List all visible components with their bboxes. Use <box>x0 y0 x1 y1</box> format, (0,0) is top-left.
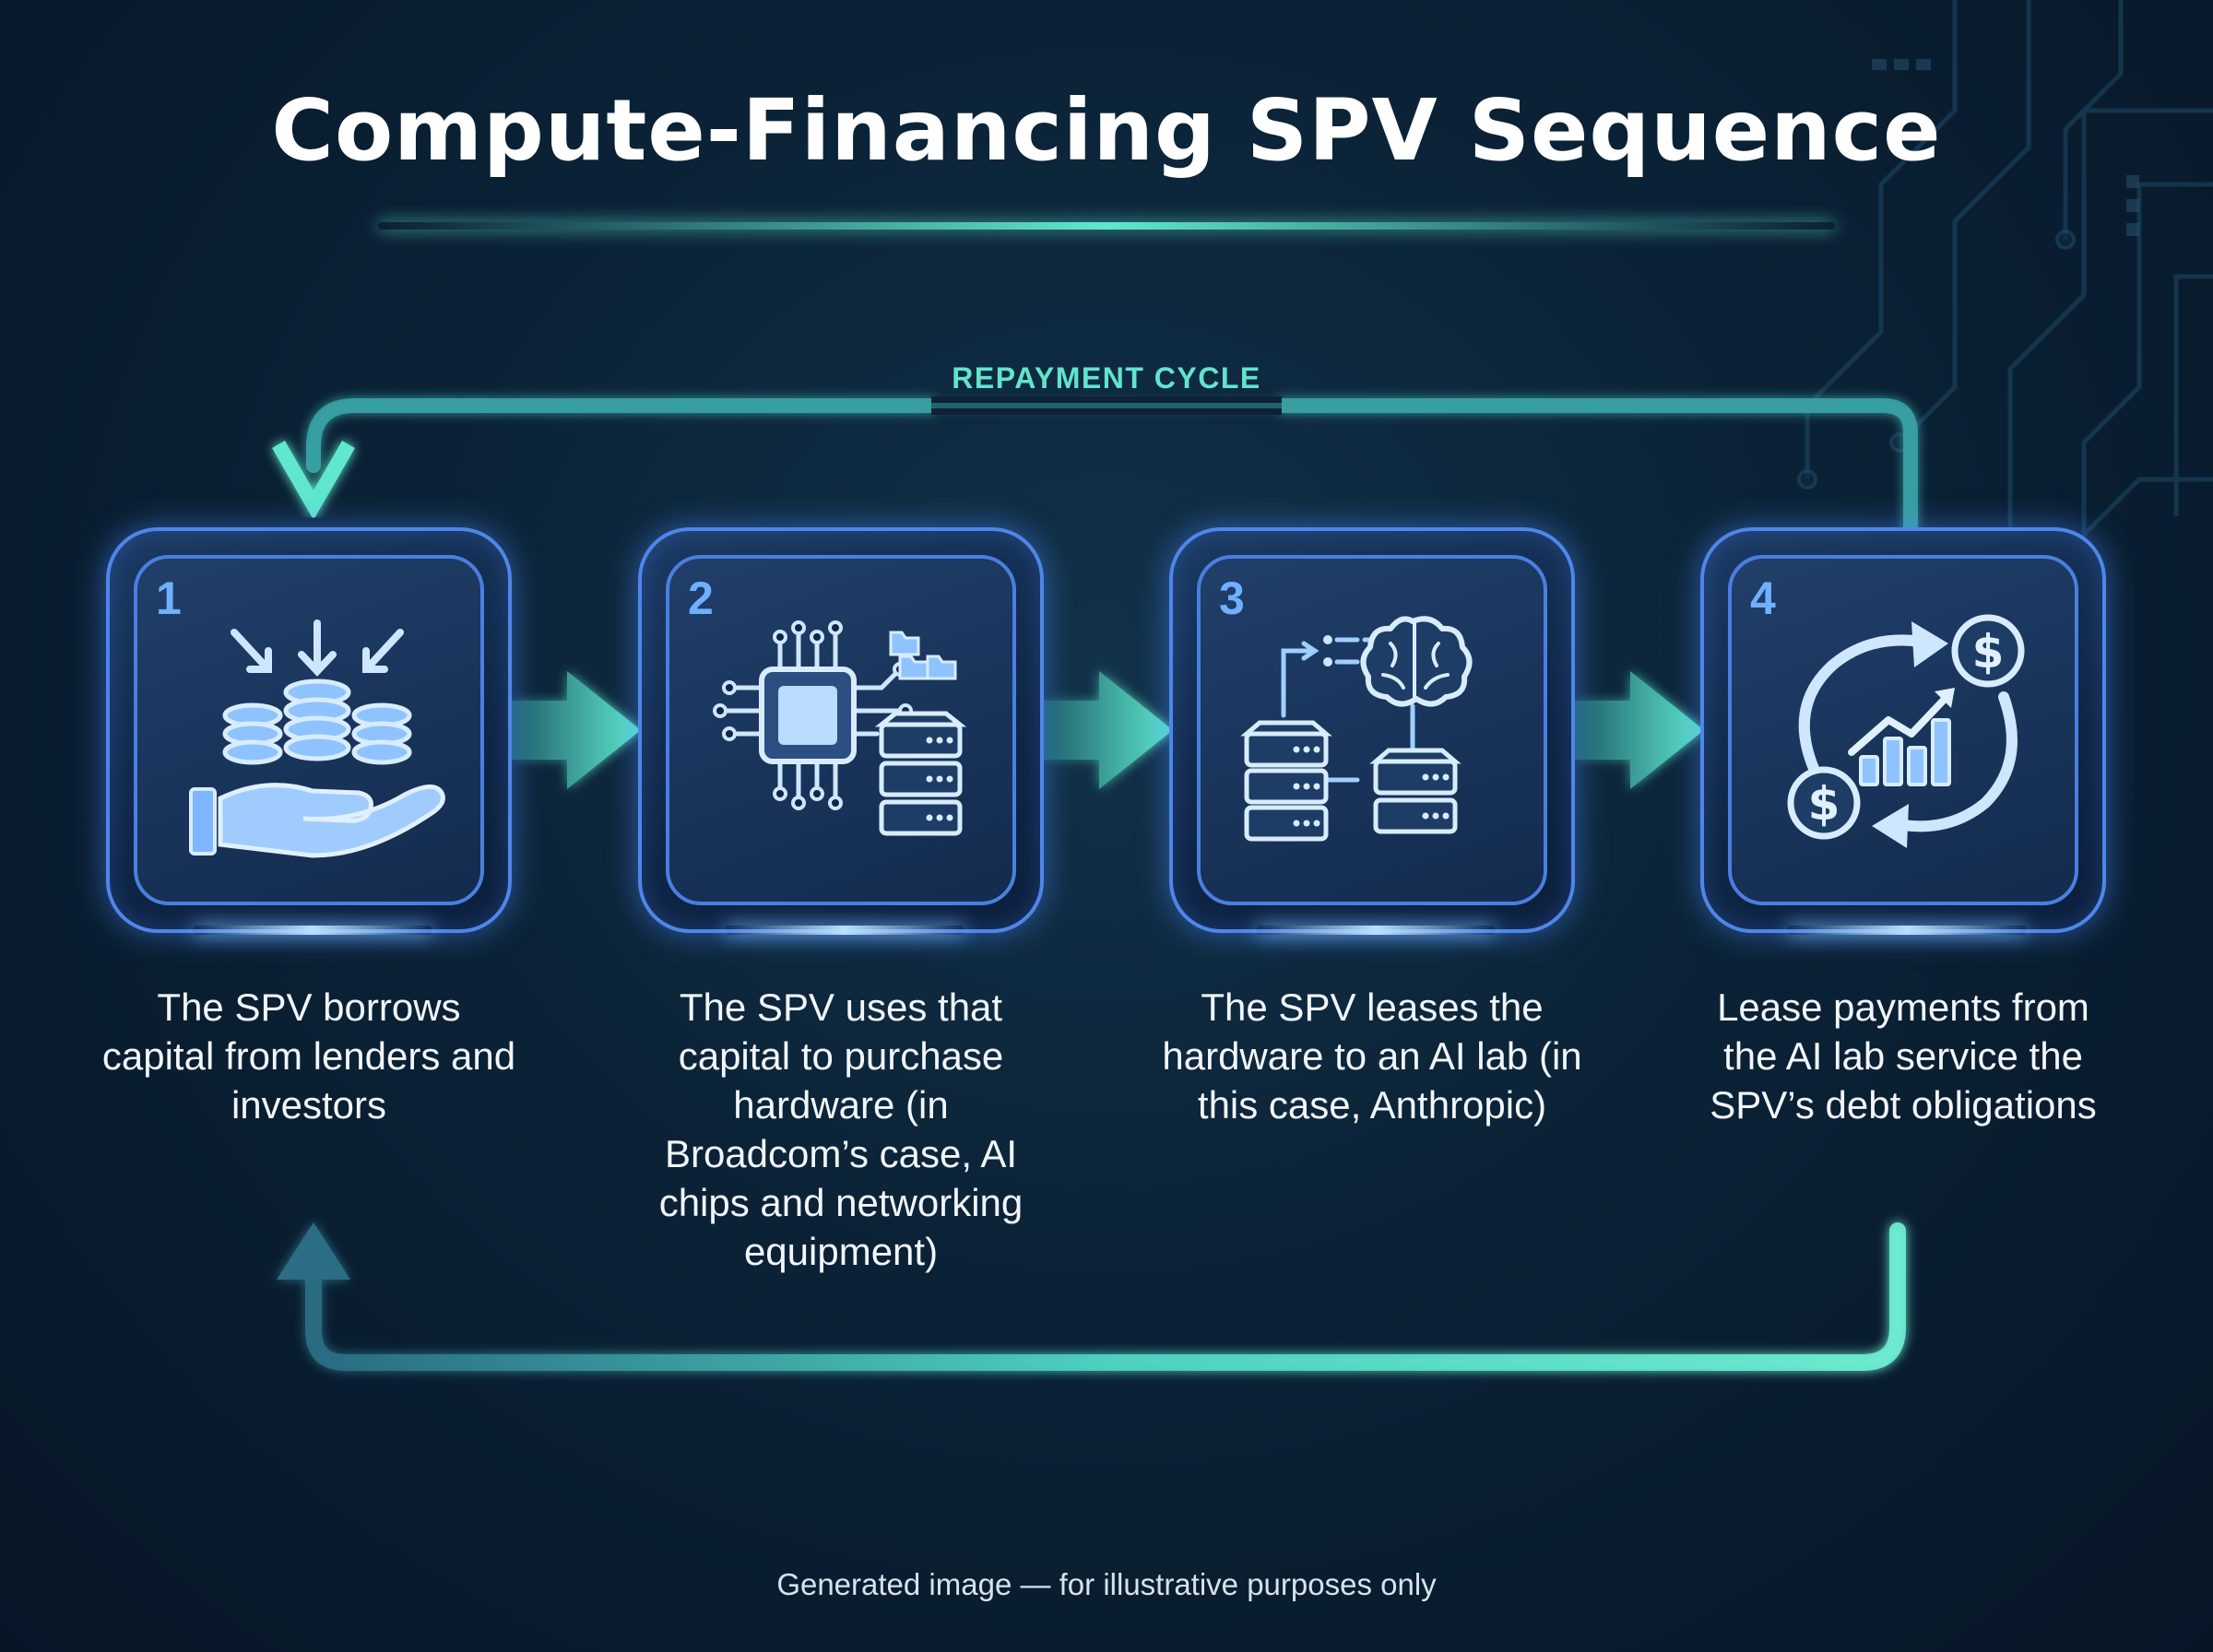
repayment-loop-top <box>306 396 1918 537</box>
repayment-arrowhead-icon <box>272 441 355 521</box>
step-card-inner: 3 <box>1197 555 1547 905</box>
step-number: 3 <box>1219 572 1245 624</box>
card-glow <box>193 926 432 935</box>
footer-disclaimer: Generated image — for illustrative purpo… <box>776 1567 1437 1601</box>
page-title: Compute-Financing SPV Sequence <box>271 81 1942 180</box>
repayment-loop-bottom <box>305 1222 1906 1371</box>
svg-text:$: $ <box>1808 777 1840 831</box>
step-1-description: The SPV borrows capital from lenders and… <box>101 985 516 1127</box>
step-card-1: 1 <box>106 527 512 935</box>
step-arrow-2-3 <box>1044 671 1173 789</box>
servers-and-brain-icon <box>1240 616 1473 842</box>
chip-and-server-icon <box>713 620 967 836</box>
dollar-coin-icon: $ <box>1951 614 2025 688</box>
step-arrow-3-4 <box>1575 671 1704 789</box>
step-2-description: The SPV uses that capital to purchase ha… <box>658 985 1024 1273</box>
step-number: 1 <box>156 572 182 624</box>
step-number: 2 <box>688 572 714 624</box>
title-underline <box>378 222 1835 230</box>
step-arrow-1-2 <box>512 671 641 789</box>
repayment-cycle-label: REPAYMENT CYCLE <box>952 361 1261 395</box>
return-arrowhead-icon <box>277 1222 350 1280</box>
dollar-coin-icon: $ <box>1787 766 1861 840</box>
step-card-3: 3 <box>1169 527 1575 935</box>
step-card-inner: 4 $ $ <box>1728 555 2078 905</box>
card-glow <box>1787 926 2027 935</box>
svg-text:$: $ <box>1972 625 2005 678</box>
cycle-dollar-growth-icon: $ $ <box>1787 614 2025 848</box>
card-glow <box>1256 926 1496 935</box>
step-card-4: 4 $ $ <box>1700 527 2106 935</box>
step-4-description: Lease payments from the AI lab service t… <box>1710 985 2097 1127</box>
card-glow <box>725 926 964 935</box>
coins-in-hand-icon <box>189 620 445 858</box>
step-card-inner: 2 <box>666 555 1016 905</box>
step-3-description: The SPV leases the hardware to an AI lab… <box>1162 985 1582 1127</box>
step-card-2: 2 <box>638 527 1044 935</box>
step-card-inner: 1 <box>134 555 484 905</box>
step-number: 4 <box>1750 572 1776 624</box>
